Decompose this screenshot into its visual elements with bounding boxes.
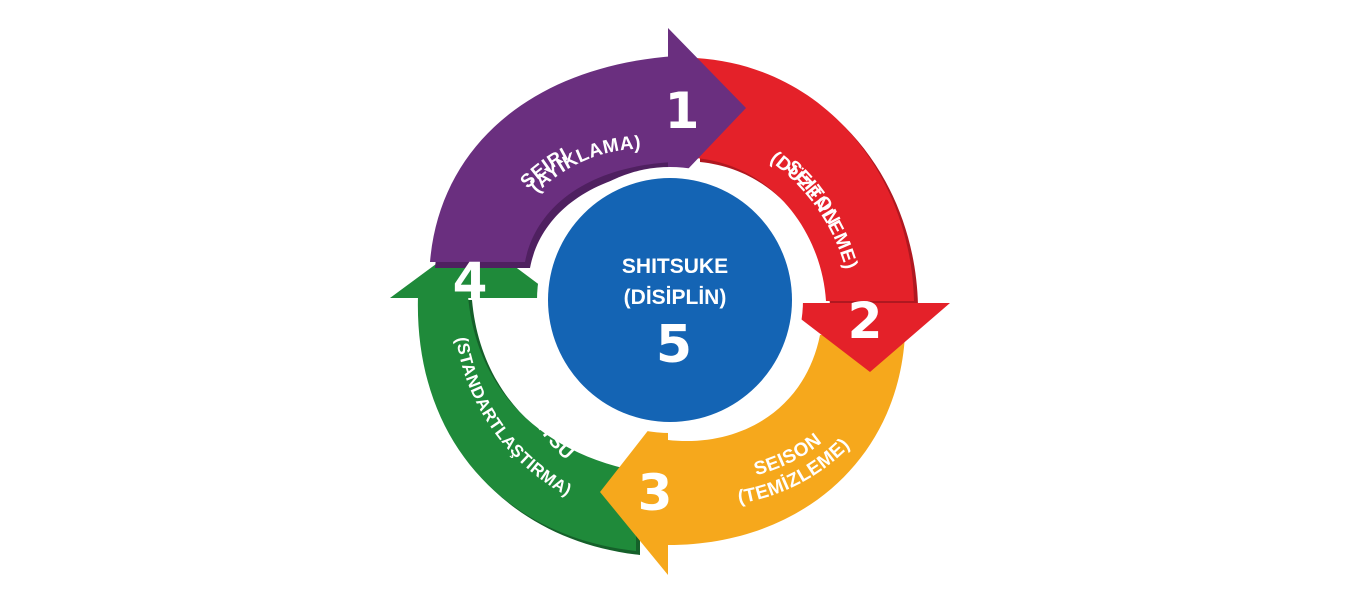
step-2-arrowhead xyxy=(780,303,950,372)
step-3-number: 3 xyxy=(638,464,673,522)
step-2-number: 2 xyxy=(848,292,883,350)
step-1-number: 1 xyxy=(665,82,700,140)
center-disc: SHITSUKE (DİSİPLİN) 5 xyxy=(537,167,803,433)
step-3-arrow xyxy=(600,335,905,575)
center-circle xyxy=(548,178,792,422)
step-4-arrow-body xyxy=(417,296,636,551)
step-2-arrow-body xyxy=(696,58,914,301)
center-step-meaning: (DİSİPLİN) xyxy=(624,286,727,309)
step-3-arrow-body xyxy=(668,335,905,545)
step-3-arrowhead xyxy=(600,405,668,575)
center-step-name: SHITSUKE xyxy=(622,255,728,278)
step-1-arrow xyxy=(430,28,746,268)
step-2-arrow xyxy=(696,58,950,372)
center-step-number: 5 xyxy=(656,315,692,375)
step-1-arrowhead xyxy=(668,28,746,190)
step-4-number: 4 xyxy=(453,252,488,310)
step-1-arrow-body xyxy=(430,56,675,262)
